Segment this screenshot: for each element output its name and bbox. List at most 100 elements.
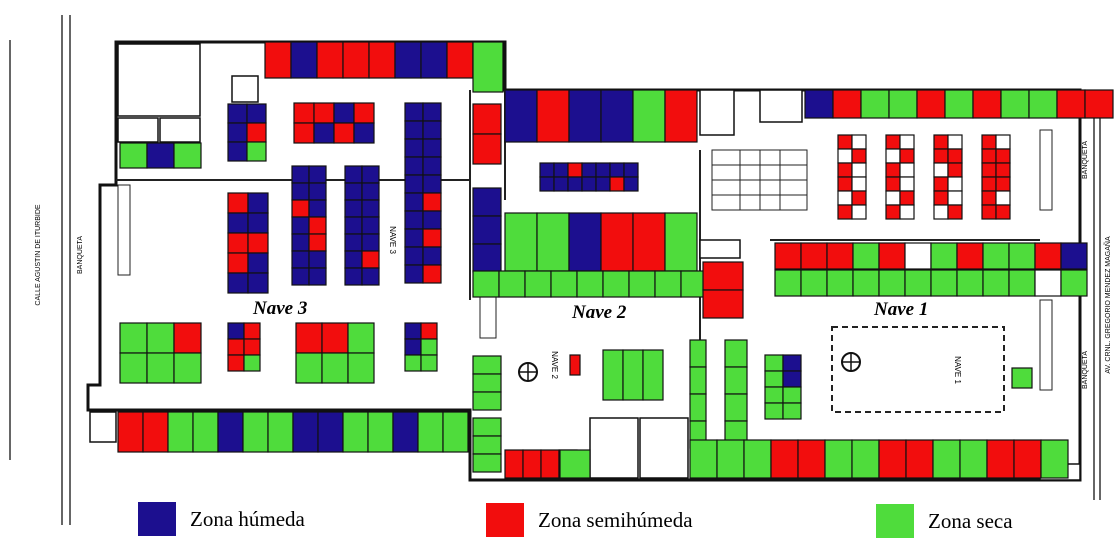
stall	[146, 142, 175, 169]
stall	[689, 339, 707, 368]
stall	[291, 216, 310, 235]
street-label-left: CALLE AGUSTIN DE ITURBIDE	[35, 204, 42, 305]
central-area-nave-1	[831, 326, 1005, 413]
stall	[899, 176, 915, 192]
stall	[602, 349, 624, 401]
stall	[702, 289, 744, 319]
stall	[227, 338, 245, 356]
stall	[1028, 89, 1058, 119]
stall	[642, 349, 664, 401]
stall	[247, 212, 269, 234]
stall	[540, 449, 560, 479]
stall	[539, 176, 555, 192]
stall	[361, 267, 380, 286]
stall	[1060, 242, 1088, 270]
stall	[576, 270, 604, 298]
stall	[632, 89, 666, 143]
stall	[333, 122, 355, 144]
stall	[885, 190, 901, 206]
stall	[291, 233, 310, 252]
stall	[689, 366, 707, 395]
stall	[227, 354, 245, 372]
stall	[192, 411, 219, 453]
stall	[404, 322, 422, 340]
hall-label-nave-3: Nave 3	[253, 298, 308, 319]
stall	[933, 190, 949, 206]
stall	[933, 148, 949, 164]
stall	[623, 162, 639, 178]
stall	[472, 187, 502, 217]
stall	[227, 192, 249, 214]
stall	[361, 165, 380, 184]
legend-swatch-humeda	[138, 502, 176, 536]
stall	[524, 270, 552, 298]
stall	[504, 212, 538, 272]
stall	[981, 204, 997, 220]
stall	[852, 242, 880, 270]
service-rooms	[89, 43, 1081, 481]
stall	[498, 270, 526, 298]
stall	[504, 89, 538, 143]
hall-label-nave-1: Nave 1	[874, 299, 929, 320]
stall	[956, 269, 984, 297]
stall	[632, 212, 666, 272]
stall	[581, 176, 597, 192]
stall	[600, 89, 634, 143]
stall	[344, 165, 363, 184]
stall	[472, 355, 502, 375]
legend-label-humeda: Zona húmeda	[190, 506, 305, 531]
stall	[832, 89, 862, 119]
stall	[422, 228, 442, 248]
stall	[292, 411, 319, 453]
stall	[568, 212, 602, 272]
stall	[609, 162, 625, 178]
stall	[308, 267, 327, 286]
stall	[293, 122, 315, 144]
stall	[826, 269, 854, 297]
stall	[308, 250, 327, 269]
stall	[995, 134, 1011, 150]
plan-label-nave-3: NAVE 3	[388, 226, 397, 254]
stall	[956, 242, 984, 270]
stall	[930, 269, 958, 297]
stall	[904, 242, 932, 270]
stall	[959, 439, 988, 479]
stall	[899, 134, 915, 150]
stall	[344, 216, 363, 235]
stall	[595, 176, 611, 192]
stall	[246, 122, 267, 143]
stall	[422, 210, 442, 230]
stall	[1034, 269, 1062, 297]
stall	[404, 338, 422, 356]
stall	[404, 156, 424, 176]
legend-item-seca: Zona seca	[876, 504, 1013, 538]
stall	[368, 41, 396, 79]
stall	[899, 148, 915, 164]
stall	[420, 338, 438, 356]
stall	[995, 204, 1011, 220]
stall	[316, 41, 344, 79]
stall	[623, 176, 639, 192]
stall	[837, 134, 853, 150]
stall	[982, 269, 1010, 297]
stall	[851, 176, 867, 192]
plan-label-nave-2: NAVE 2	[550, 351, 559, 379]
stall	[933, 162, 949, 178]
stall	[782, 386, 802, 404]
stall	[916, 89, 946, 119]
stall	[227, 322, 245, 340]
stall	[308, 182, 327, 201]
stall	[885, 162, 901, 178]
stall	[361, 233, 380, 252]
stall	[664, 89, 698, 143]
stall	[472, 41, 504, 93]
stall	[782, 370, 802, 388]
stall	[609, 176, 625, 192]
stall	[947, 190, 963, 206]
stall	[243, 322, 261, 340]
stall	[522, 449, 542, 479]
stall	[595, 162, 611, 178]
stall	[600, 212, 634, 272]
street-lines	[9, 15, 1101, 525]
stall	[404, 228, 424, 248]
